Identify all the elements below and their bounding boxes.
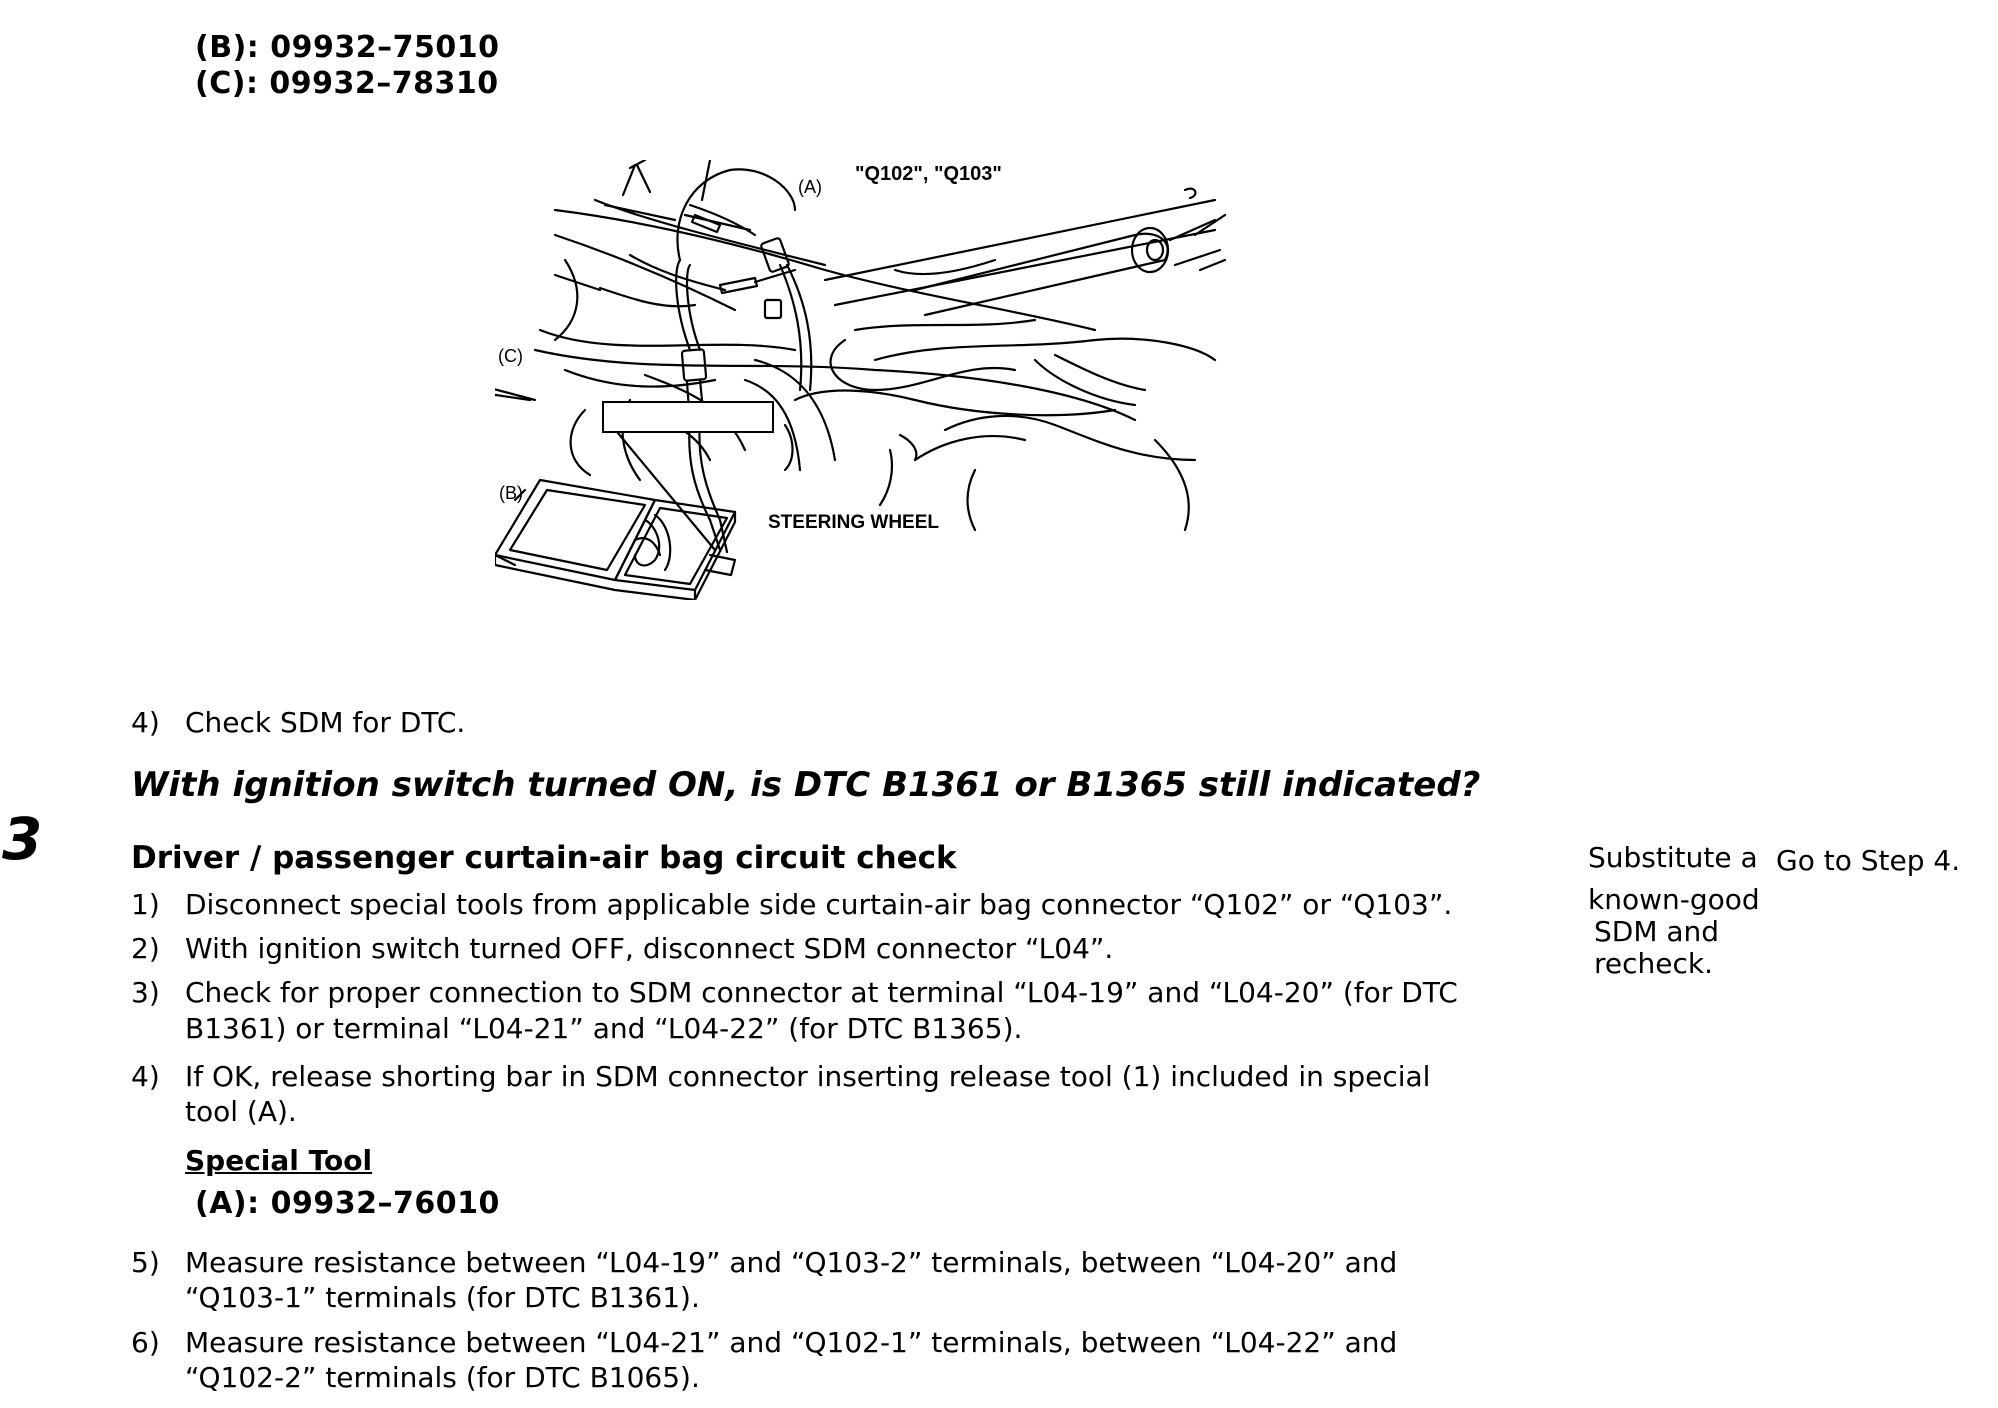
special-tool-code: (A): 09932–76010 <box>195 1186 500 1221</box>
list-item-text-continued: “Q103-1” terminals (for DTC B1361). <box>185 1281 700 1314</box>
no-action: Go to Step 4. <box>1776 844 1961 877</box>
step-number: 3 <box>2 805 43 873</box>
figure-label-b: (B) <box>499 483 523 503</box>
yes-action-line: Substitute a <box>1588 841 1758 874</box>
list-item-text: Disconnect special tools from applicable… <box>185 888 1453 921</box>
list-item-text: Check for proper connection to SDM conne… <box>185 976 1458 1009</box>
list-item-text: Check SDM for DTC. <box>185 706 466 739</box>
list-item-number: 4) <box>131 706 160 739</box>
list-item-number: 3) <box>131 976 160 1009</box>
figure-label-c: (C) <box>498 346 523 366</box>
list-item-text: With ignition switch turned OFF, disconn… <box>185 932 1114 965</box>
list-item-number: 2) <box>131 932 160 965</box>
step-question: With ignition switch turned ON, is DTC B… <box>131 765 1481 805</box>
list-item-text: Measure resistance between “L04-21” and … <box>185 1326 1398 1359</box>
figure-label-steering-wheel: STEERING WHEEL <box>768 512 940 533</box>
special-tool-heading: Special Tool <box>185 1144 373 1177</box>
list-item-number: 5) <box>131 1246 160 1279</box>
list-item-text: Measure resistance between “L04-19” and … <box>185 1246 1398 1279</box>
list-item-number: 4) <box>131 1060 160 1093</box>
tool-code-c: (C): 09932–78310 <box>195 66 499 101</box>
yes-action-line: known-good <box>1588 883 1760 916</box>
list-item-number: 6) <box>131 1326 160 1359</box>
list-item-text-continued: “Q102-2” terminals (for DTC B1065). <box>185 1361 700 1394</box>
step-title: Driver / passenger curtain-air bag circu… <box>131 840 957 876</box>
list-item-text-continued: tool (A). <box>185 1095 297 1128</box>
yes-action-line: SDM and <box>1594 915 1720 948</box>
figure-label-a: (A) <box>798 177 822 197</box>
list-item-text: If OK, release shorting bar in SDM conne… <box>185 1060 1431 1093</box>
steering-wheel-airbag-tool-illustration <box>495 160 1227 600</box>
list-item-text-continued: B1361) or terminal “L04-21” and “L04-22”… <box>185 1012 1023 1045</box>
list-item-number: 1) <box>131 888 160 921</box>
figure-label-q102-q103: "Q102", "Q103" <box>855 163 1002 185</box>
tool-code-b: (B): 09932–75010 <box>195 30 500 65</box>
yes-action-line: recheck. <box>1594 947 1713 980</box>
